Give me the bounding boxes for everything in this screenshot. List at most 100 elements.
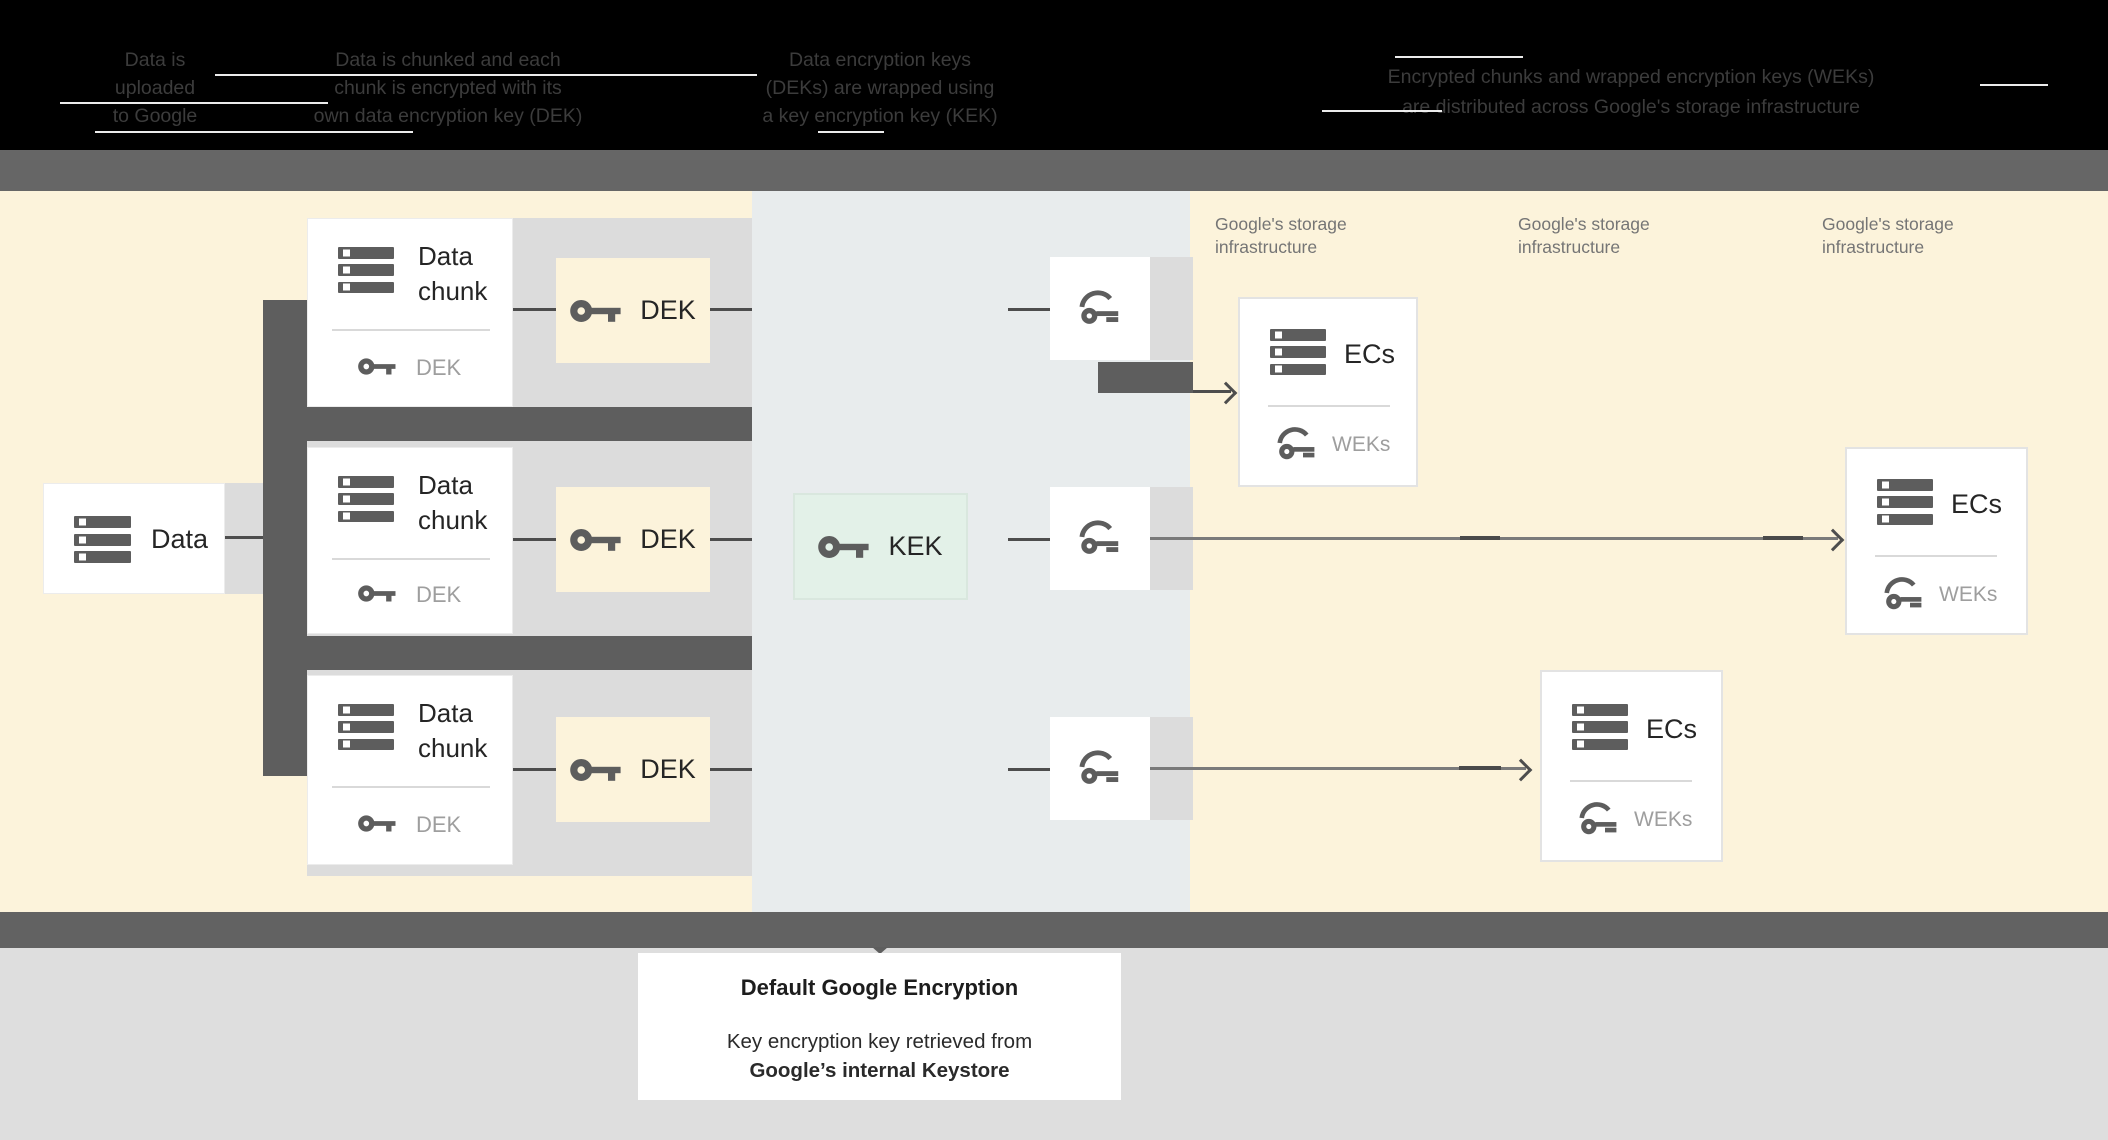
chunk-label-line: Data: [418, 470, 473, 500]
step-3-line: a key encryption key (KEK): [762, 105, 998, 127]
wrapped-key-icon: [1079, 750, 1119, 784]
chunk-label-line: Data: [418, 241, 473, 271]
key-icon: [358, 585, 396, 602]
dek-box-label: DEK: [640, 295, 696, 325]
chunk-label-line: chunk: [418, 733, 488, 763]
redaction-streak: [1395, 56, 1523, 58]
kek-box-label: KEK: [888, 531, 943, 561]
wrapped-key-icon: [1579, 802, 1617, 835]
card-divider: [332, 558, 490, 560]
data-box: Data: [43, 483, 225, 594]
chunk-label-line: Data: [418, 698, 473, 728]
wrapped-key-icon: [1079, 290, 1119, 324]
arrow-dash: [1763, 536, 1803, 540]
connector-line: [513, 308, 556, 311]
storage-label-line: Google's storage: [1215, 214, 1347, 234]
key-icon: [818, 535, 870, 558]
card-divider: [1875, 555, 1997, 557]
server-stack-icon: [338, 476, 394, 522]
step-1-line: uploaded: [114, 77, 196, 99]
ecs-label: ECs: [1344, 339, 1396, 369]
data-box-label: Data: [151, 524, 209, 554]
wrapped-key-box: [1050, 257, 1150, 360]
weks-label: WEKs: [1634, 808, 1693, 831]
storage-infrastructure-label: Google's storage infrastructure: [1215, 213, 1455, 259]
arrow-shaft: [1150, 767, 1526, 770]
storage-infrastructure-label: Google's storage infrastructure: [1822, 213, 2062, 259]
weks-label: WEKs: [1332, 433, 1391, 456]
arrow-shaft: [1193, 390, 1231, 393]
step-1-description: Data is uploaded to Google: [60, 46, 250, 130]
step-1-line: Data is: [124, 49, 186, 71]
wrapped-key-box: [1050, 717, 1150, 820]
ecs-card: ECs WEKs: [1845, 447, 2028, 635]
key-icon: [570, 299, 621, 322]
server-stack-icon: [1877, 479, 1933, 525]
caption-line: Key encryption key retrieved from: [726, 1030, 1033, 1053]
redaction-streak: [1980, 84, 2048, 86]
connector-line: [710, 308, 752, 311]
server-stack-icon: [1572, 704, 1628, 750]
key-icon: [358, 358, 396, 375]
caption-pointer: [872, 947, 888, 954]
card-divider: [332, 786, 490, 788]
connector-line: [513, 538, 556, 541]
connector-bar: [263, 407, 752, 441]
step-3-line: (DEKs) are wrapped using: [765, 77, 995, 99]
key-icon: [358, 815, 396, 832]
step-3-description: Data encryption keys (DEKs) are wrapped …: [734, 46, 1026, 130]
caption-line: Google’s internal Keystore: [749, 1059, 1010, 1082]
caption-box: Default Google Encryption Key encryption…: [638, 953, 1121, 1100]
redaction-streak: [60, 102, 328, 104]
dek-box: DEK: [556, 258, 710, 363]
step-3-line: Data encryption keys: [788, 49, 972, 71]
storage-infrastructure-label: Google's storage infrastructure: [1518, 213, 1758, 259]
redaction-streak: [215, 74, 757, 76]
storage-label-line: Google's storage: [1518, 214, 1650, 234]
step-2-line: Data is chunked and each: [335, 49, 561, 71]
wrapped-key-box: [1050, 487, 1150, 590]
ecs-card: ECs WEKs: [1540, 670, 1723, 862]
wrapped-key-icon: [1079, 520, 1119, 554]
key-icon: [570, 758, 621, 781]
connector-trunk: [263, 300, 307, 776]
step-description-banner: Data is uploaded to Google Data is chunk…: [0, 0, 2108, 150]
connector-line: [710, 768, 752, 771]
dek-box: DEK: [556, 717, 710, 822]
step-2-description: Data is chunked and each chunk is encryp…: [293, 46, 603, 130]
card-divider: [332, 329, 490, 331]
dek-box-label: DEK: [640, 754, 696, 784]
wrapped-key-icon: [1277, 427, 1315, 460]
chunk-label: Data chunk: [418, 696, 487, 766]
kek-box: KEK: [793, 493, 968, 600]
step-1-line: to Google: [112, 105, 198, 127]
connector-bar: [263, 636, 752, 670]
server-stack-icon: [74, 516, 131, 563]
key-icon: [570, 528, 621, 551]
separator-band: [0, 150, 2108, 191]
arrow-dash: [1460, 536, 1500, 540]
server-stack-icon: [338, 247, 394, 293]
redaction-streak: [1322, 110, 1442, 112]
storage-label-line: infrastructure: [1822, 237, 1925, 257]
chunk-label-line: chunk: [418, 505, 488, 535]
connector-bar: [1098, 362, 1193, 393]
arrow-dash: [1459, 766, 1501, 770]
wrapped-key-band: [1150, 257, 1193, 360]
chunk-label: Data chunk: [418, 239, 487, 309]
redaction-streak: [818, 131, 884, 133]
connector-line: [710, 538, 752, 541]
card-divider: [1570, 780, 1692, 782]
storage-label-line: infrastructure: [1518, 237, 1621, 257]
connector-line: [513, 768, 556, 771]
ecs-card: ECs WEKs: [1238, 297, 1418, 487]
chunk-label-line: chunk: [418, 276, 488, 306]
card-divider: [1268, 405, 1390, 407]
step-4-description: Encrypted chunks and wrapped encryption …: [1320, 62, 1942, 122]
step-4-line: are distributed across Google's storage …: [1402, 96, 1860, 118]
dek-box: DEK: [556, 487, 710, 592]
